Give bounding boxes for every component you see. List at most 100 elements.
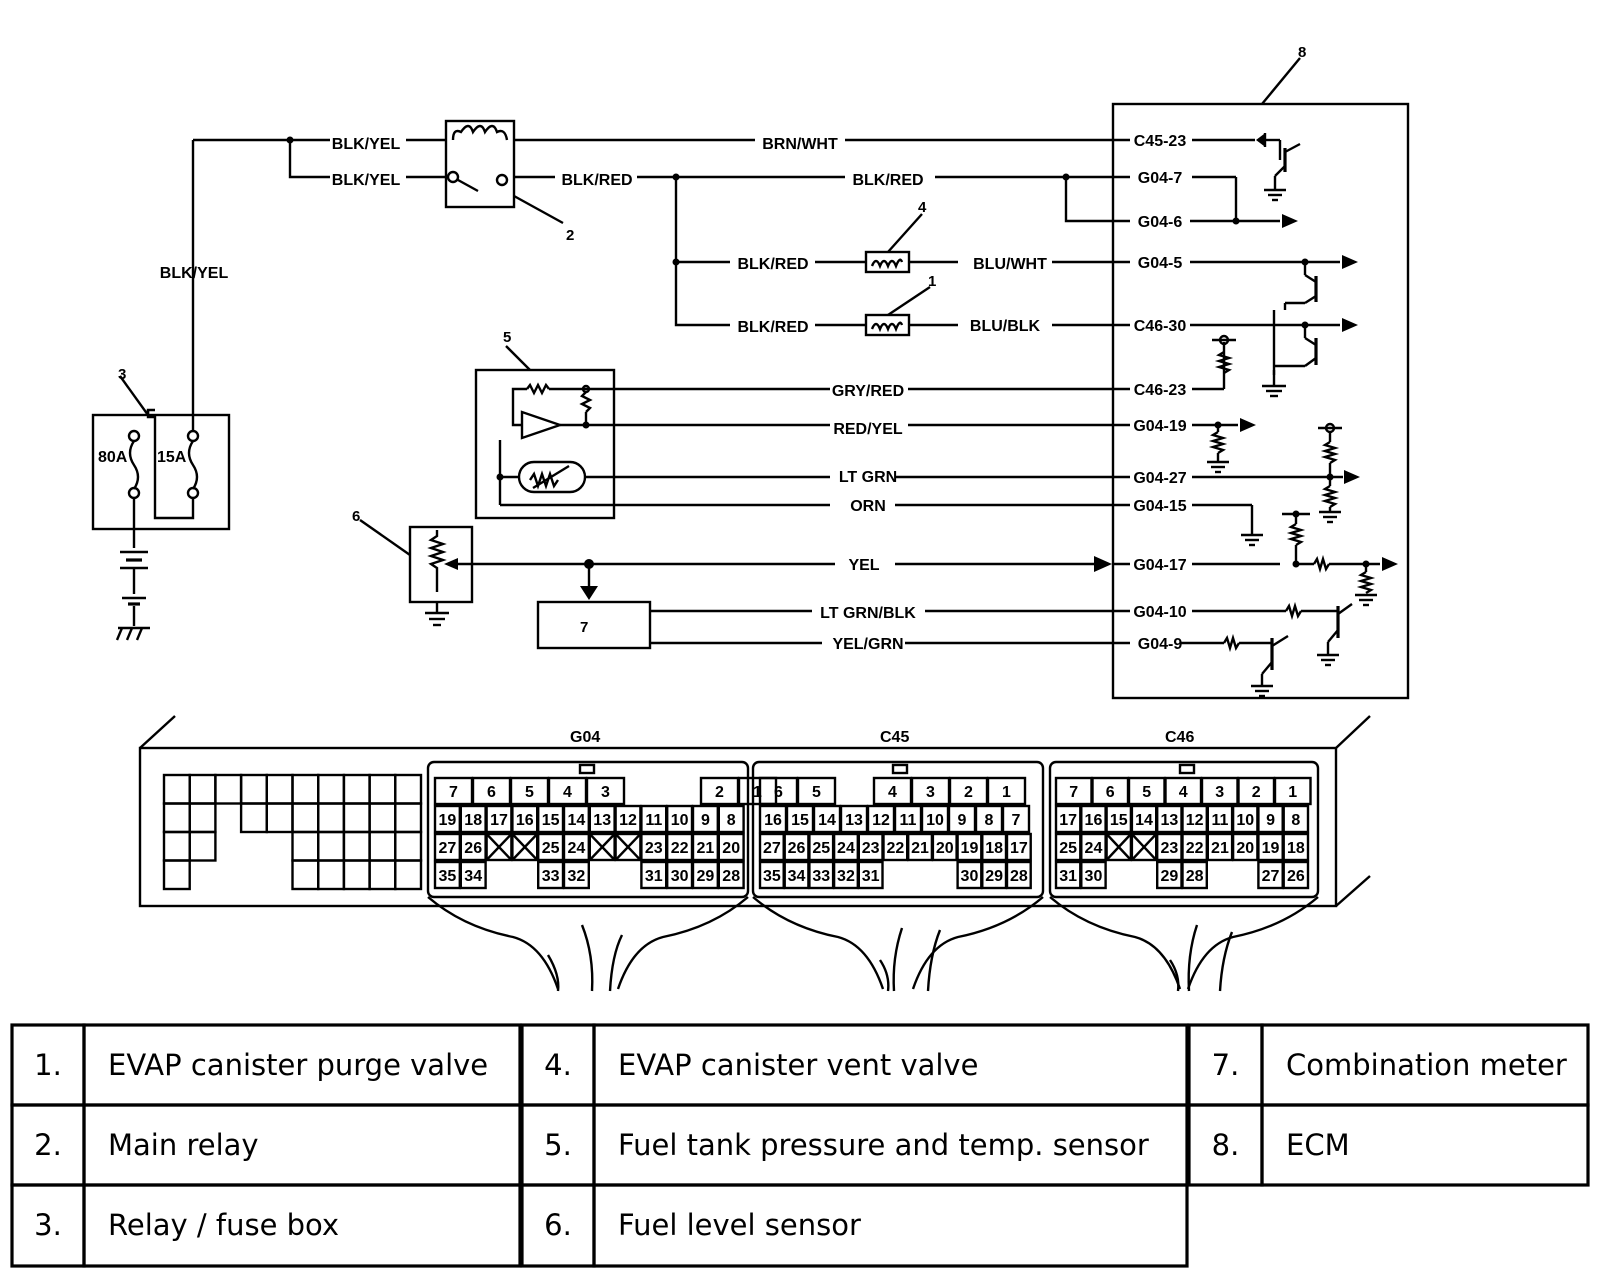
connector-pin: 28 (1186, 868, 1204, 885)
connector-pin: 16 (1085, 812, 1103, 829)
connector-pin: 20 (1236, 840, 1254, 857)
connector-pin: 10 (1236, 812, 1254, 829)
ecm-pin-label: G04-6 (1138, 214, 1183, 231)
wire-label: BLK/RED (561, 172, 632, 189)
legend-number: 6. (544, 1208, 572, 1242)
connector-pin: 25 (542, 840, 560, 857)
connector-g04-label: G04 (570, 729, 600, 746)
legend-number: 4. (544, 1048, 572, 1082)
connector-pin: 25 (812, 840, 830, 857)
connector-pin: 9 (958, 812, 967, 829)
connector-pin: 17 (490, 812, 508, 829)
connector-pin: 4 (1179, 784, 1188, 801)
wire-label: BLK/RED (852, 172, 923, 189)
fuse-15a-label: 15A (157, 449, 187, 466)
connector-pin: 15 (791, 812, 809, 829)
ecm-pin-label: C46-30 (1134, 318, 1187, 335)
connector-pin: 19 (1262, 840, 1280, 857)
connector-pin: 13 (845, 812, 863, 829)
connector-pin: 2 (1252, 784, 1261, 801)
connector-pin: 10 (671, 812, 689, 829)
legend-description: Fuel level sensor (618, 1208, 861, 1242)
connector-pin: 23 (645, 840, 663, 857)
connector-pin: 27 (763, 840, 781, 857)
legend-description: Main relay (108, 1128, 259, 1162)
legend-description: ECM (1286, 1128, 1350, 1162)
connector-pin: 1 (1002, 784, 1011, 801)
connector-pin: 12 (619, 812, 637, 829)
connector-pin: 35 (763, 868, 781, 885)
connector-pin: 8 (985, 812, 994, 829)
connector-pin: 24 (568, 840, 586, 857)
connector-pin: 21 (911, 840, 929, 857)
fuse-80a-label: 80A (98, 449, 128, 466)
connector-pin: 30 (1085, 868, 1103, 885)
connector-pin: 33 (542, 868, 560, 885)
legend-description: EVAP canister purge valve (108, 1048, 488, 1082)
connector-pin: 3 (926, 784, 935, 801)
ecm-pin-label: G04-19 (1133, 418, 1186, 435)
callout-1: 1 (928, 273, 936, 290)
connector-pin: 6 (774, 784, 783, 801)
wire-label: BLU/WHT (973, 256, 1047, 273)
callout-2: 2 (566, 227, 574, 244)
connector-pin: 10 (926, 812, 944, 829)
connector-pin: 24 (837, 840, 855, 857)
legend-description: EVAP canister vent valve (618, 1048, 978, 1082)
connector-pin: 9 (701, 812, 710, 829)
connector-pin: 3 (601, 784, 610, 801)
connector-pin: 2 (715, 784, 724, 801)
connector-pin: 22 (671, 840, 689, 857)
wire-label: BRN/WHT (762, 136, 838, 153)
legend-number: 1. (34, 1048, 62, 1082)
wire-label: LT GRN/BLK (820, 605, 916, 622)
legend-number: 5. (544, 1128, 572, 1162)
main-relay-box (444, 119, 516, 209)
connector-pin: 19 (961, 840, 979, 857)
connector-pin: 15 (542, 812, 560, 829)
connector-pin: 8 (1291, 812, 1300, 829)
connector-pin: 22 (1186, 840, 1204, 857)
connector-pin: 31 (862, 868, 880, 885)
connector-pin: 34 (788, 868, 806, 885)
wire-label: RED/YEL (833, 421, 903, 438)
legend-description: Relay / fuse box (108, 1208, 339, 1242)
wire-label: BLK/RED (737, 256, 808, 273)
connector-pin: 35 (439, 868, 457, 885)
callout-3: 3 (118, 366, 126, 383)
connector-pin: 5 (1142, 784, 1151, 801)
connector-pin: 17 (1059, 812, 1077, 829)
connector-pin: 18 (985, 840, 1003, 857)
connector-pin: 26 (788, 840, 806, 857)
connector-pin: 22 (886, 840, 904, 857)
ecm-pin-label: G04-15 (1133, 498, 1186, 515)
wire-label: BLK/YEL (160, 265, 229, 282)
connector-pin: 15 (1110, 812, 1128, 829)
connector-pin: 31 (1059, 868, 1077, 885)
connector-pin: 7 (449, 784, 458, 801)
wire-label: BLK/YEL (332, 136, 401, 153)
ecm-pin-label: C46-23 (1134, 382, 1187, 399)
connector-pin: 32 (837, 868, 855, 885)
ecm-box (1111, 102, 1410, 700)
connector-pin: 28 (722, 868, 740, 885)
legend-description: Combination meter (1286, 1048, 1567, 1082)
ecm-pin-label: G04-27 (1133, 470, 1186, 487)
connector-pin: 5 (812, 784, 821, 801)
callout-7: 7 (580, 619, 588, 636)
connector-pin: 4 (888, 784, 897, 801)
wire-label: BLK/RED (737, 319, 808, 336)
connector-pin: 27 (1262, 868, 1280, 885)
ecm-pin-label: G04-9 (1138, 636, 1183, 653)
callout-5: 5 (503, 329, 511, 346)
connector-pin: 12 (872, 812, 890, 829)
connector-pin: 20 (722, 840, 740, 857)
connector-pin: 7 (1069, 784, 1078, 801)
connector-pin: 16 (516, 812, 534, 829)
connector-pin: 14 (1135, 812, 1153, 829)
connector-pin: 11 (900, 812, 917, 829)
connector-pin: 17 (1010, 840, 1028, 857)
connector-pin: 34 (464, 868, 482, 885)
